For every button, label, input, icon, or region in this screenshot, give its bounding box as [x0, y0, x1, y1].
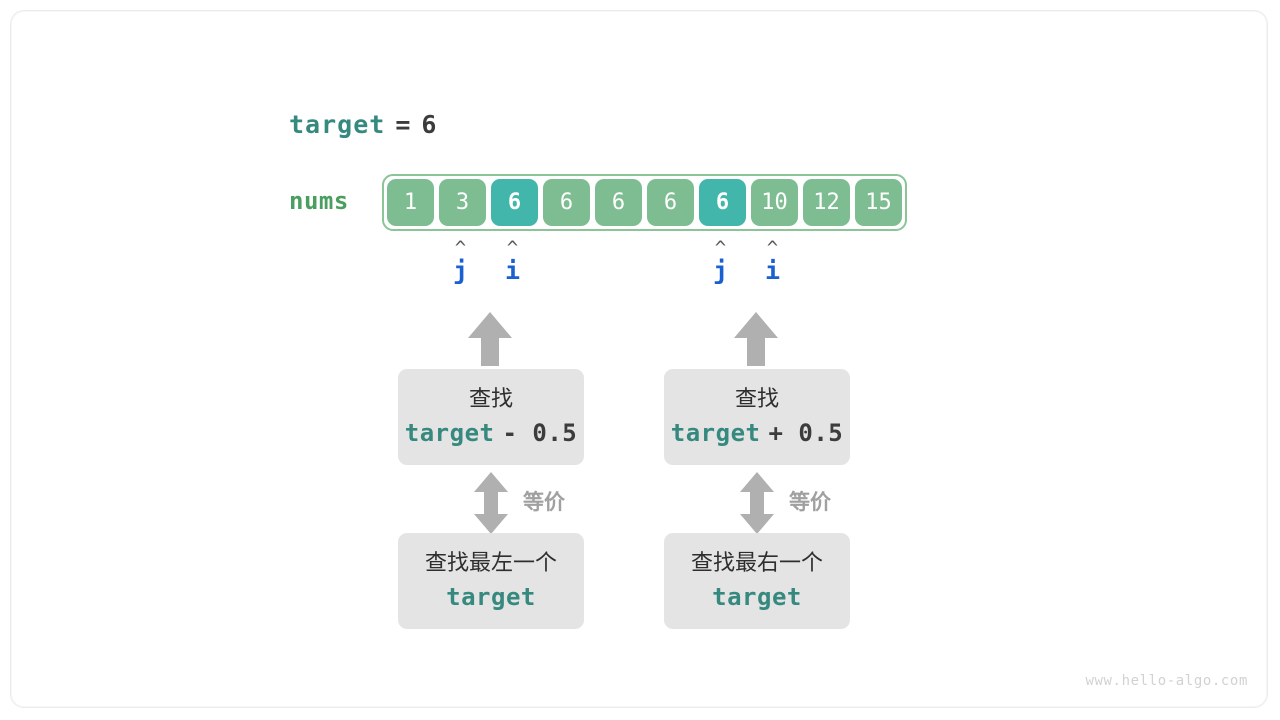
array-cell: 10 — [751, 179, 798, 226]
caret-icon: ^ — [714, 237, 727, 259]
equivalence-label-left: 等价 — [523, 490, 565, 514]
array-cell: 15 — [855, 179, 902, 226]
arrow-head-icon — [468, 312, 512, 338]
site-watermark: www.hello-algo.com — [1085, 673, 1248, 689]
equivalence-label-right: 等价 — [789, 490, 831, 514]
equivalence-arrow-right — [740, 472, 774, 534]
right-bottom-box-title: 查找最右一个 — [690, 551, 823, 576]
right-top-code-var: target — [670, 419, 761, 447]
caret-icon: ^ — [766, 237, 779, 259]
left-bottom-box-title: 查找最左一个 — [424, 551, 557, 576]
target-declaration: target = 6 — [289, 110, 437, 139]
array-cell: 6 — [595, 179, 642, 226]
caret-icon: ^ — [454, 237, 467, 259]
equals-sign: = — [395, 110, 412, 139]
arrow-head-icon — [734, 312, 778, 338]
right-top-box: 查找 target+ 0.5 — [664, 369, 850, 465]
pointer-label: j — [452, 256, 469, 285]
pointer-label: i — [504, 256, 521, 285]
arrow-bar — [484, 491, 498, 515]
array-cell: 6 — [699, 179, 746, 226]
array-label: nums — [289, 187, 349, 215]
right-top-box-code: target+ 0.5 — [671, 416, 843, 450]
array-cell: 6 — [543, 179, 590, 226]
arrow-bar — [750, 491, 764, 515]
pointer-i: ^i — [749, 237, 796, 286]
pointer-j: ^j — [697, 237, 744, 286]
right-bottom-box: 查找最右一个 target — [664, 533, 850, 629]
arrow-up-head-icon — [740, 472, 774, 492]
arrow-down-head-icon — [474, 514, 508, 534]
pointer-i: ^i — [489, 237, 536, 286]
equivalence-arrow-left — [474, 472, 508, 534]
pointer-label: i — [764, 256, 781, 285]
pointer-label: j — [712, 256, 729, 285]
right-top-box-title: 查找 — [734, 387, 779, 412]
arrow-up-head-icon — [474, 472, 508, 492]
right-bottom-box-code: target — [712, 583, 802, 611]
left-top-box: 查找 target- 0.5 — [398, 369, 584, 465]
arrow-tail — [481, 337, 499, 366]
array-cell: 12 — [803, 179, 850, 226]
right-top-code-op: + 0.5 — [768, 419, 844, 447]
array-cell: 1 — [387, 179, 434, 226]
arrow-down-head-icon — [740, 514, 774, 534]
caret-icon: ^ — [506, 237, 519, 259]
up-arrow-right — [734, 312, 778, 366]
left-top-code-op: - 0.5 — [502, 419, 578, 447]
arrow-tail — [747, 337, 765, 366]
array-cell: 3 — [439, 179, 486, 226]
up-arrow-left — [468, 312, 512, 366]
target-variable-name: target — [289, 110, 386, 139]
canvas-frame — [10, 10, 1268, 708]
left-bottom-box: 查找最左一个 target — [398, 533, 584, 629]
left-top-code-var: target — [404, 419, 495, 447]
left-top-box-code: target- 0.5 — [405, 416, 577, 450]
left-bottom-box-code: target — [446, 583, 536, 611]
pointer-j: ^j — [437, 237, 484, 286]
target-value: 6 — [421, 110, 438, 139]
array-cell: 6 — [647, 179, 694, 226]
left-top-box-title: 查找 — [468, 387, 513, 412]
array-cell: 6 — [491, 179, 538, 226]
